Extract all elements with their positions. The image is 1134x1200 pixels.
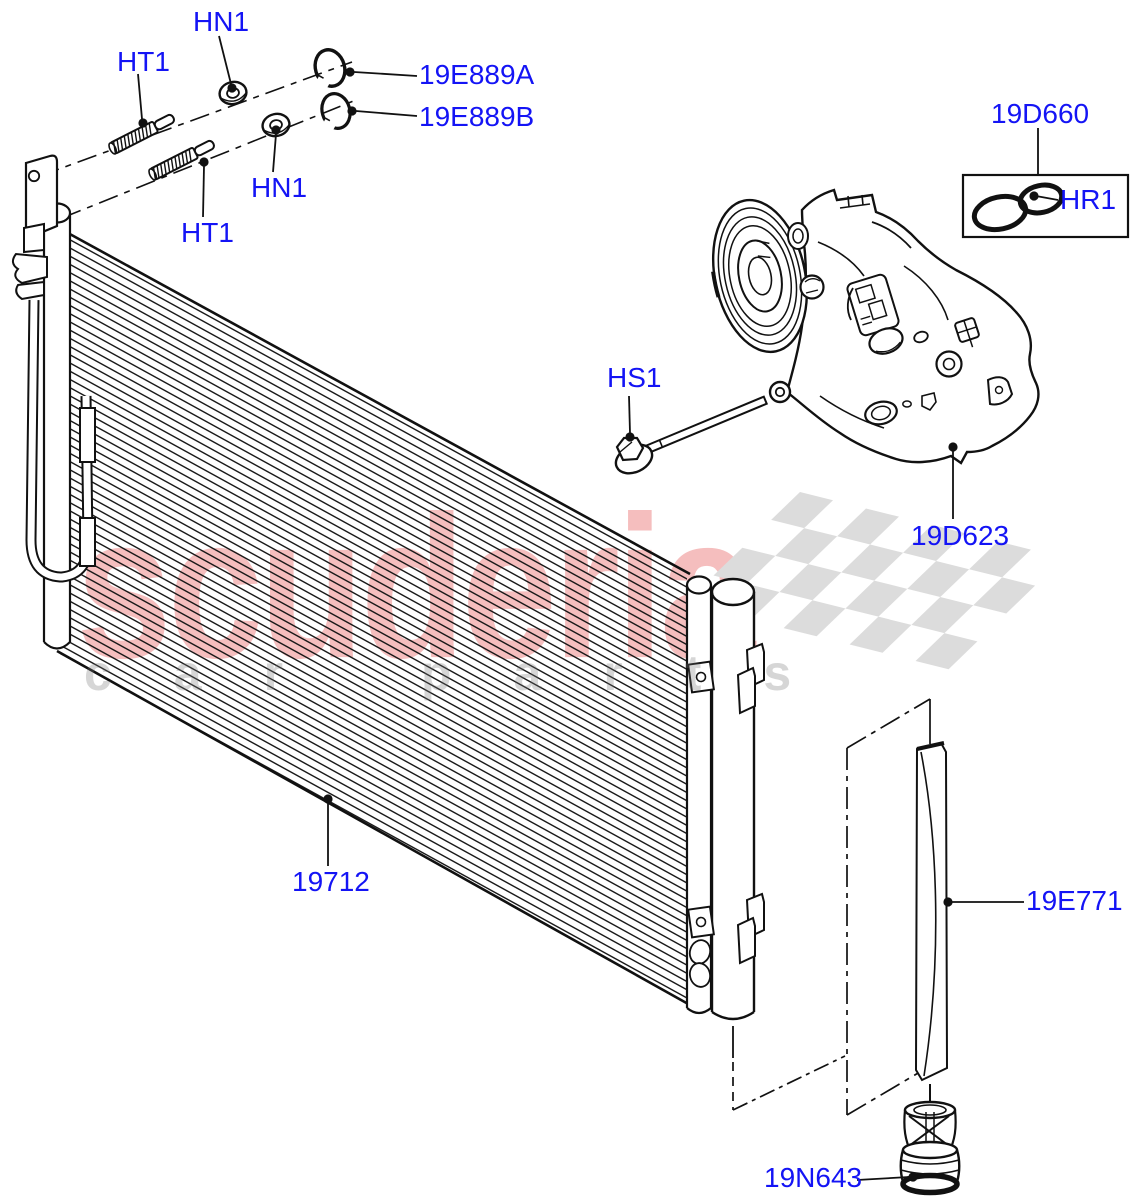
drier-region <box>732 698 961 1196</box>
callout-compressor-bolt[interactable]: HS1 <box>607 362 662 393</box>
callout-compressor[interactable]: 19D623 <box>911 520 1010 551</box>
callout-condenser[interactable]: 19712 <box>292 866 370 897</box>
assembly-axis-lines <box>39 61 357 219</box>
compressor-body <box>785 188 1040 465</box>
desiccant-bag-drawing <box>914 741 949 1082</box>
leader-lines <box>137 35 1059 1181</box>
compressor-ear <box>787 222 809 250</box>
callout-oring-kit[interactable]: 19D660 <box>991 98 1090 129</box>
callout-oring[interactable]: HR1 <box>1060 184 1117 215</box>
nut-top <box>216 78 250 108</box>
compressor-bolt-drawing <box>614 380 792 475</box>
compressor-drawing <box>711 188 1040 465</box>
condenser-left-pipe <box>25 299 96 583</box>
callout-receiver-drier[interactable]: 19E771 <box>1026 885 1123 916</box>
checkered-flag-watermark <box>713 492 1036 670</box>
compressor-connector <box>846 273 900 337</box>
seal-ring-a <box>310 46 349 90</box>
callout-seal-b[interactable]: 19E889B <box>419 101 535 132</box>
oring-kit-box <box>961 173 1130 239</box>
callout-seal-a[interactable]: 19E889A <box>419 59 535 90</box>
leader-dots <box>138 67 1039 1182</box>
callout-nut-top[interactable]: HN1 <box>193 6 250 37</box>
callout-stud-lower[interactable]: HT1 <box>181 217 234 248</box>
callout-stud-top[interactable]: HT1 <box>117 46 170 77</box>
compressor-head-details <box>799 274 1014 426</box>
condenser-right-tubes <box>685 575 765 1021</box>
watermark-tagline: car parts <box>84 645 854 701</box>
callout-valve[interactable]: 19N643 <box>764 1162 863 1193</box>
condenser-drawing <box>12 154 765 1021</box>
compressor-pulley <box>711 198 809 354</box>
condenser-bracket <box>12 154 59 301</box>
callout-nut-lower[interactable]: HN1 <box>251 172 308 203</box>
